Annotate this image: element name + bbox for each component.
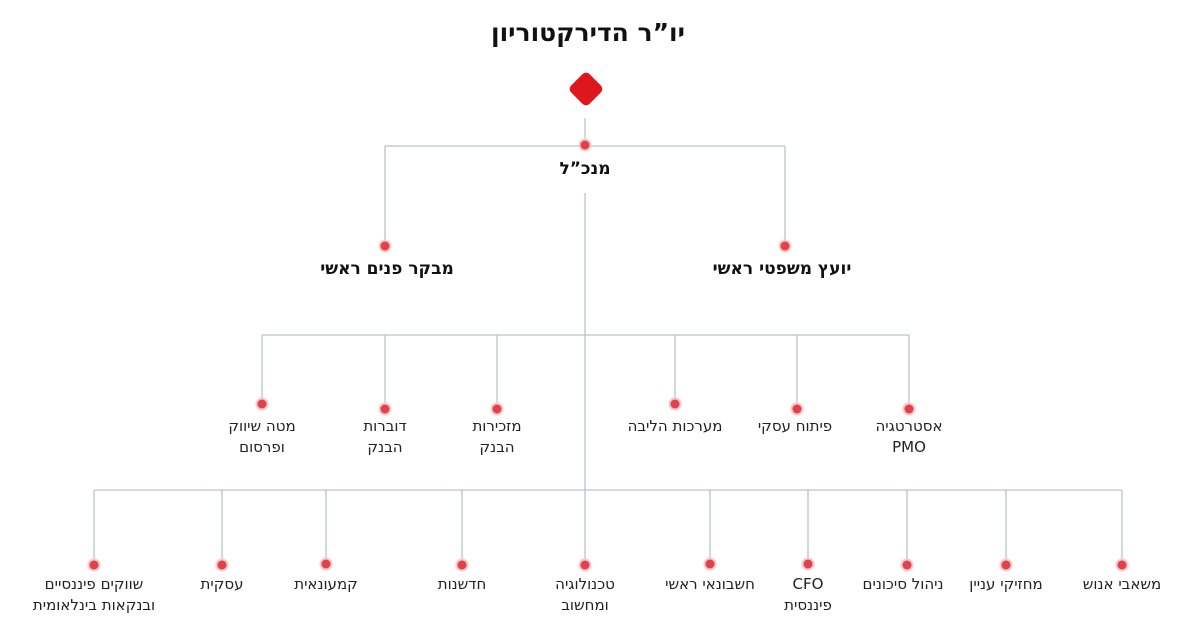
chief-accountant-label: חשבונאי ראשי	[665, 574, 755, 595]
risk-label: ניהול סיכונים	[863, 574, 944, 595]
retail-dot	[321, 559, 331, 569]
marketing-dot	[257, 399, 267, 409]
ceo-label: מנכ”ל	[559, 159, 611, 179]
strategy-label: אסטרטגיה PMO	[875, 416, 942, 458]
spokesperson-dot	[380, 404, 390, 414]
cfo-line2: פיננסית	[784, 596, 832, 614]
technology-line2: ומחשוב	[561, 596, 609, 614]
cfo-dot	[803, 559, 813, 569]
secretariat-label: מזכירות הבנק	[472, 416, 521, 458]
internal-auditor-label: מבקר פנים ראשי	[320, 259, 454, 279]
marketing-line2: ופרסום	[239, 438, 285, 456]
secretariat-line2: הבנק	[479, 438, 515, 456]
secretariat-dot	[492, 404, 502, 414]
chief-accountant-line1: חשבונאי ראשי	[665, 575, 755, 593]
cfo-label: CFO פיננסית	[784, 574, 832, 616]
core-systems-line1: מערכות הליבה	[627, 417, 723, 435]
business-banking-line1: עסקית	[200, 575, 244, 593]
financial-markets-line2: ובנקאות בינלאומית	[32, 596, 156, 614]
risk-line1: ניהול סיכונים	[862, 575, 944, 593]
stakeholders-dot	[1001, 560, 1011, 570]
strategy-dot	[904, 404, 914, 414]
spokesperson-line1: דוברות	[363, 417, 407, 435]
stakeholders-line1: מחזיקי עניין	[969, 575, 1043, 593]
core-systems-label: מערכות הליבה	[628, 416, 723, 437]
internal-auditor-dot	[380, 241, 390, 251]
spokesperson-line2: הבנק	[367, 438, 403, 456]
chairman-title: יו”ר הדירקטוריון	[491, 18, 685, 47]
legal-advisor-dot	[780, 241, 790, 251]
business-dev-label: פיתוח עסקי	[758, 416, 832, 437]
ceo-dot	[580, 140, 590, 150]
core-systems-dot	[670, 399, 680, 409]
technology-dot	[580, 560, 590, 570]
business-banking-label: עסקית	[201, 574, 244, 595]
spokesperson-label: דוברות הבנק	[363, 416, 406, 458]
risk-dot	[902, 560, 912, 570]
technology-label: טכנולוגיה ומחשוב	[555, 574, 615, 616]
hr-line1: משאבי אנוש	[1082, 575, 1162, 593]
innovation-line1: חדשנות	[437, 575, 487, 593]
financial-markets-line1: שווקים פיננסיים	[44, 575, 144, 593]
chief-accountant-dot	[705, 559, 715, 569]
business-banking-dot	[217, 560, 227, 570]
strategy-line1: אסטרטגיה	[875, 417, 943, 435]
hr-dot	[1117, 560, 1127, 570]
business-dev-line1: פיתוח עסקי	[757, 417, 833, 435]
retail-label: קמעונאית	[294, 574, 358, 595]
cfo-line1: CFO	[792, 575, 824, 593]
business-dev-dot	[792, 404, 802, 414]
retail-line1: קמעונאית	[294, 575, 358, 593]
financial-markets-label: שווקים פיננסיים ובנקאות בינלאומית	[33, 574, 155, 616]
stakeholders-label: מחזיקי עניין	[969, 574, 1043, 595]
innovation-label: חדשנות	[438, 574, 487, 595]
marketing-label: מטה שיווק ופרסום	[228, 416, 295, 458]
hr-label: משאבי אנוש	[1083, 574, 1161, 595]
strategy-line2: PMO	[892, 438, 926, 456]
innovation-dot	[457, 560, 467, 570]
legal-advisor-label: יועץ משפטי ראשי	[712, 259, 852, 279]
secretariat-line1: מזכירות	[472, 417, 522, 435]
technology-line1: טכנולוגיה	[555, 575, 615, 593]
financial-markets-dot	[89, 560, 99, 570]
marketing-line1: מטה שיווק	[228, 417, 296, 435]
